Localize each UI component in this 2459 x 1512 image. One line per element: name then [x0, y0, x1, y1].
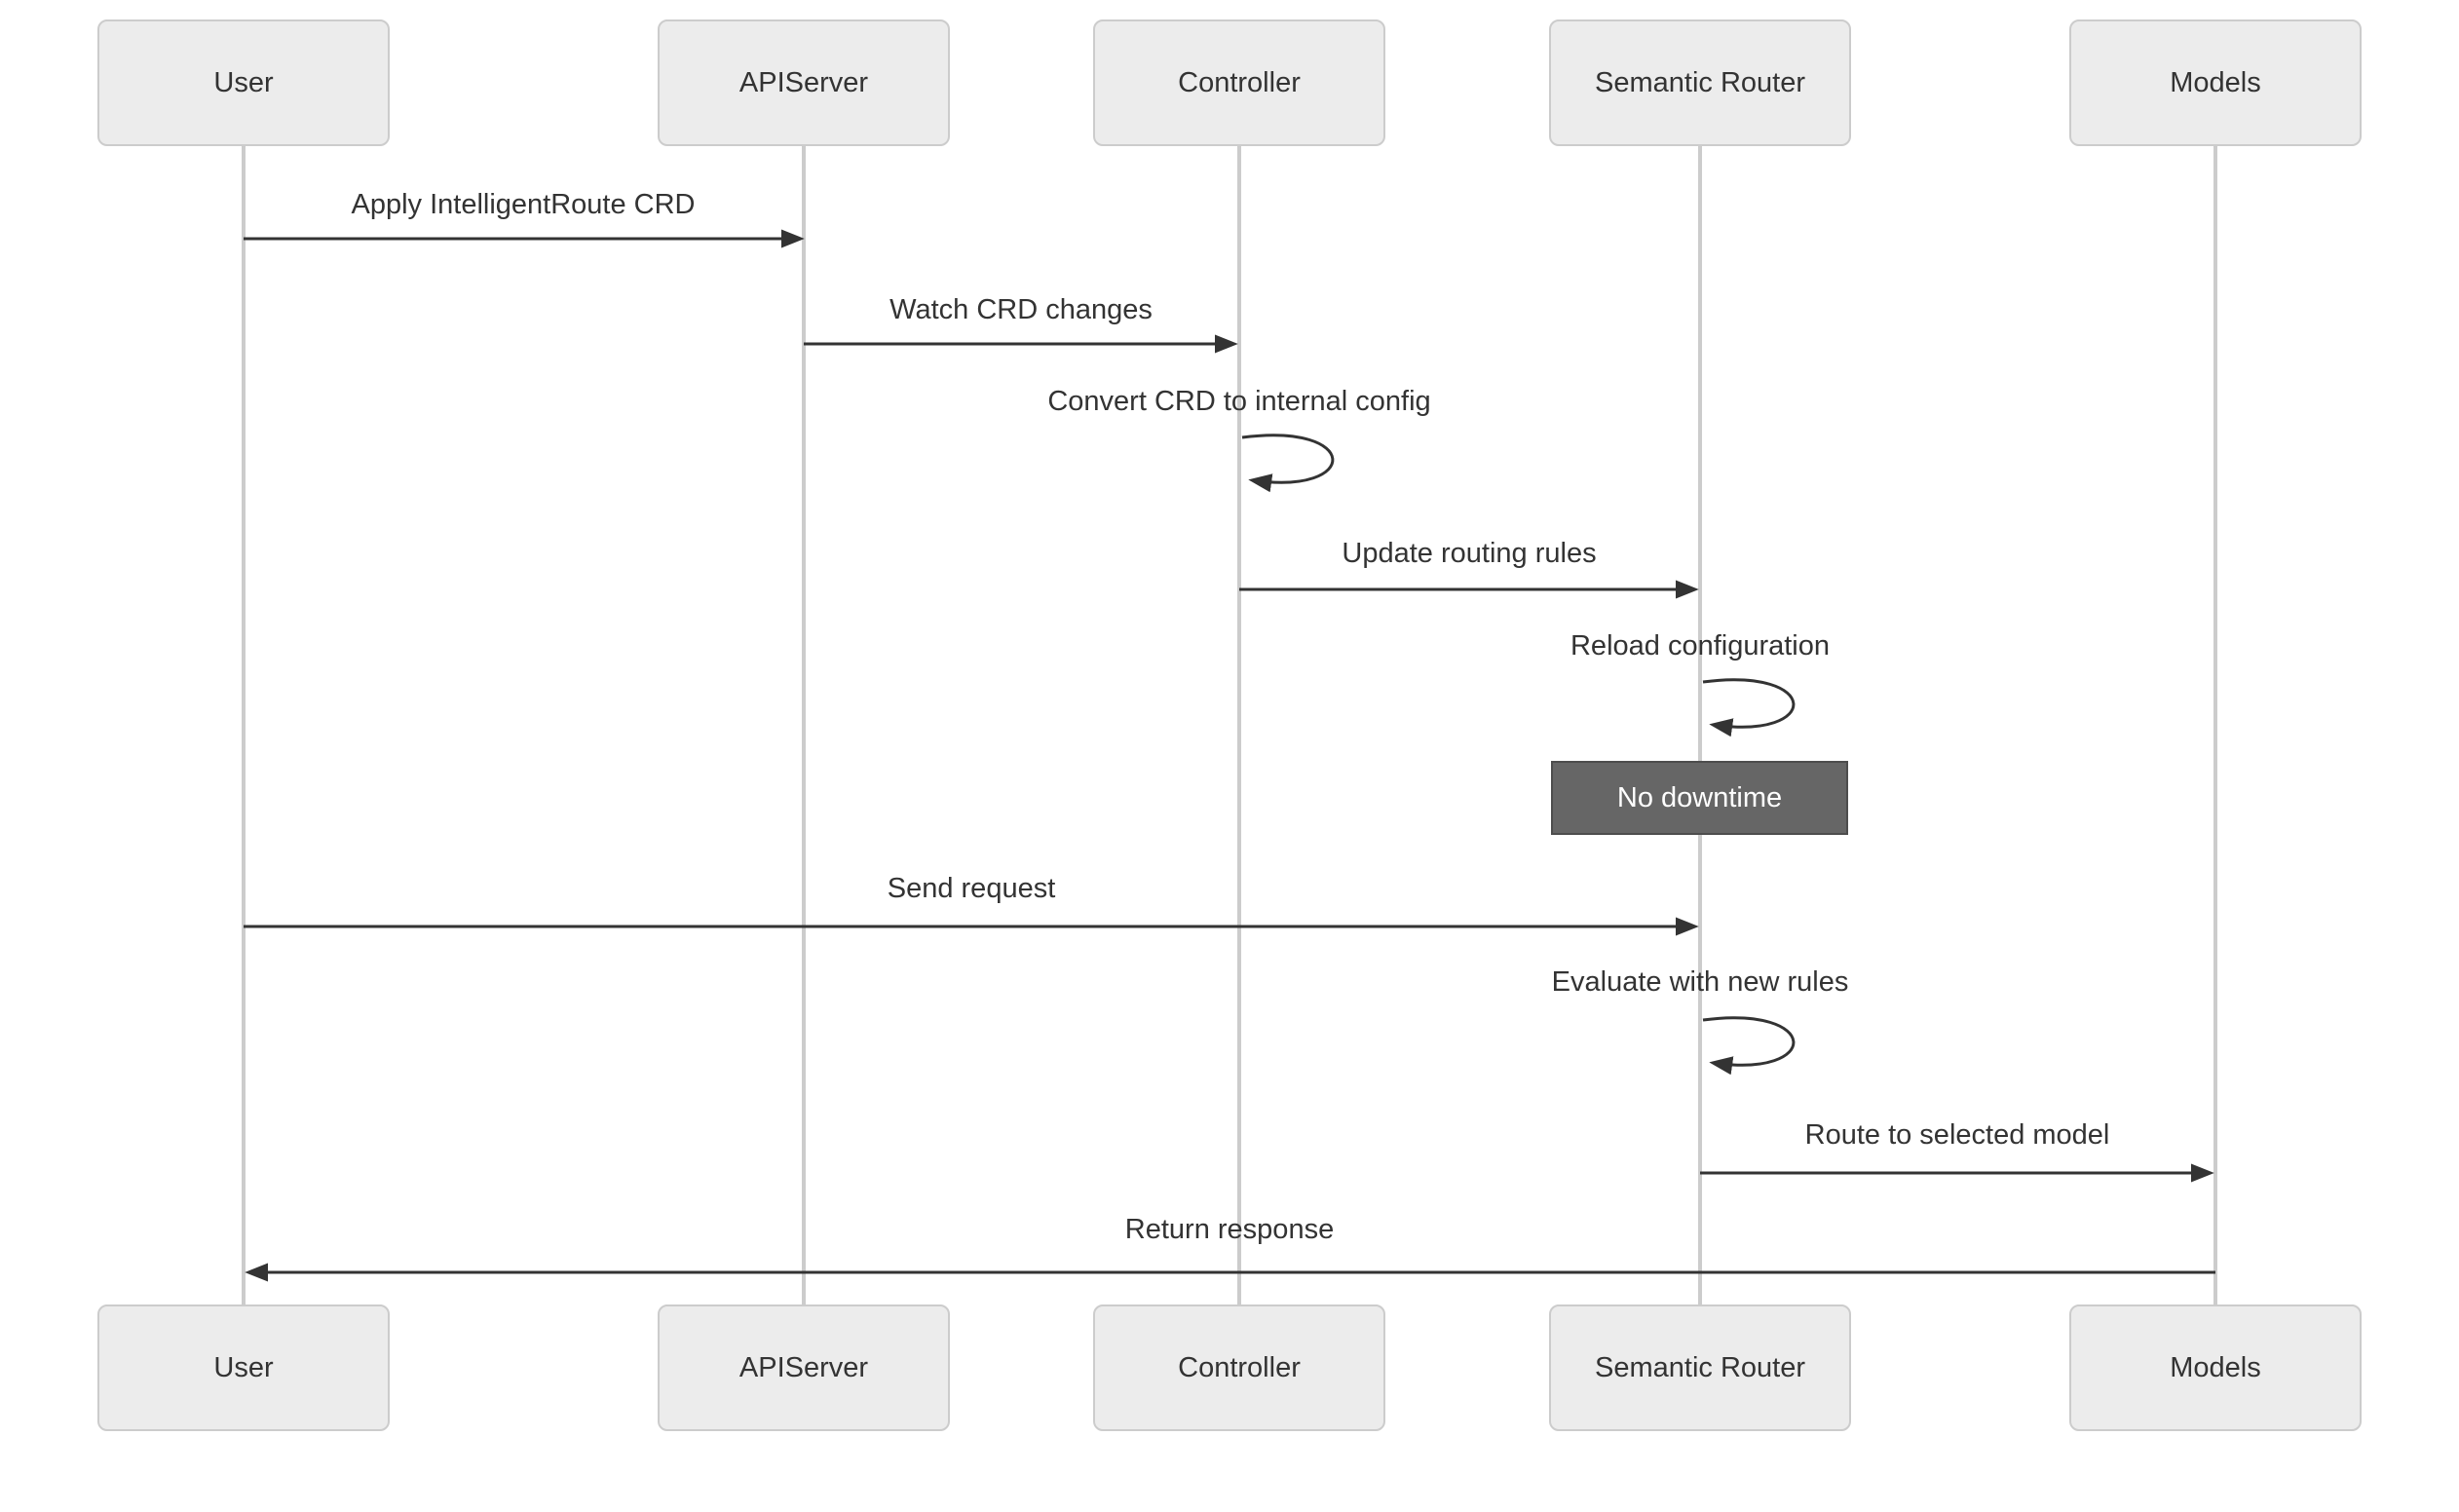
- message-label-update-routing-rules: Update routing rules: [1342, 538, 1597, 569]
- actor-bottom-controller: Controller: [1093, 1304, 1385, 1431]
- message-label-evaluate-with-new-rules: Evaluate with new rules: [1551, 966, 1849, 998]
- message-label-return-response: Return response: [1124, 1214, 1335, 1245]
- self-loop-convert-crd: [1241, 434, 1335, 493]
- actor-top-models: Models: [2069, 19, 2362, 146]
- message-label-apply-intelligentroute-crd: Apply IntelligentRoute CRD: [351, 189, 696, 220]
- message-label-reload-configuration: Reload configuration: [1570, 630, 1831, 662]
- actor-top-apiserver: APIServer: [658, 19, 950, 146]
- message-label-route-to-selected-model: Route to selected model: [1804, 1119, 2110, 1151]
- actor-top-semantic-router: Semantic Router: [1549, 19, 1851, 146]
- self-loop-reload-configuration: [1702, 678, 1796, 737]
- message-label-watch-crd-changes: Watch CRD changes: [889, 294, 1153, 325]
- actor-top-user: User: [97, 19, 390, 146]
- actor-top-controller: Controller: [1093, 19, 1385, 146]
- note-no-downtime: No downtime: [1551, 761, 1848, 835]
- self-loop-evaluate-with-new-rules: [1702, 1016, 1796, 1076]
- actor-bottom-models: Models: [2069, 1304, 2362, 1431]
- actor-bottom-user: User: [97, 1304, 390, 1431]
- message-label-convert-crd: Convert CRD to internal config: [1047, 386, 1431, 417]
- message-label-send-request: Send request: [887, 873, 1056, 904]
- actor-bottom-apiserver: APIServer: [658, 1304, 950, 1431]
- actor-bottom-semantic-router: Semantic Router: [1549, 1304, 1851, 1431]
